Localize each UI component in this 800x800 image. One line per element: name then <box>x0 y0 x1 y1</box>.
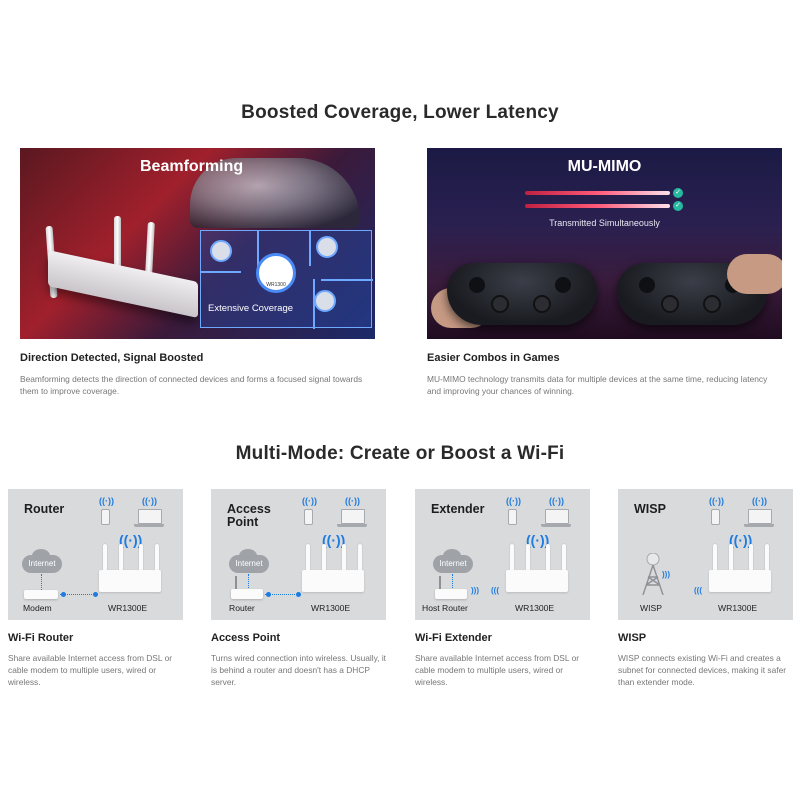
wifi-icon: ((·)) <box>322 532 346 548</box>
router-image <box>48 250 198 318</box>
banner-caption-coverage: Extensive Coverage <box>208 303 294 314</box>
router-icon <box>709 544 771 592</box>
mode-access-point: Access Point ((·)) ((·)) ((·)) Internet … <box>211 489 386 688</box>
wifi-icon: ((·)) <box>729 532 753 548</box>
router-icon <box>506 544 568 592</box>
source-label: Modem <box>23 603 52 613</box>
check-icon: ✓ <box>673 201 683 211</box>
wifi-icon: ((·)) <box>119 532 143 548</box>
hand-image <box>727 254 782 294</box>
modem-icon <box>24 590 58 599</box>
signal-bar <box>525 204 670 208</box>
router-icon <box>302 544 364 592</box>
feature-description: Beamforming detects the direction of con… <box>20 374 363 396</box>
laptop-icon <box>541 509 571 527</box>
monitor-icon <box>210 240 232 262</box>
mode-heading: WISP <box>618 632 647 644</box>
wifi-icon: ((·)) <box>709 496 724 506</box>
mode-router: Router ((·)) ((·)) ((·)) Internet Modem … <box>8 489 183 688</box>
cloud-icon: Internet <box>229 549 269 573</box>
wifi-icon: ))) <box>662 570 670 579</box>
laptop-icon <box>337 509 367 527</box>
device-label: WR1300E <box>311 603 351 613</box>
laptop-icon <box>744 509 774 527</box>
mode-description: Share available Internet access from DSL… <box>415 653 580 687</box>
laptop-icon <box>134 509 164 527</box>
wifi-icon: ((·)) <box>526 532 550 548</box>
wifi-icon: ((( <box>491 586 499 595</box>
feature-heading: Easier Combos in Games <box>427 352 560 364</box>
mode-panel: WISP ((·)) ((·)) ((·)) ))) ((( WISP WR13… <box>618 489 793 620</box>
tower-icon <box>638 552 668 596</box>
banner-title-beamforming: Beamforming <box>140 158 244 175</box>
mode-extender: Extender ((·)) ((·)) ((·)) Internet ))) … <box>415 489 590 688</box>
router-icon <box>99 544 161 592</box>
cloud-icon: Internet <box>22 549 62 573</box>
mode-heading: Wi-Fi Router <box>8 632 74 644</box>
car-image <box>190 158 360 228</box>
mode-heading: Access Point <box>211 632 281 644</box>
phone-icon <box>316 236 338 258</box>
feature-beamforming: Beamforming WR1300 Extensive Coverage Di… <box>20 148 375 397</box>
device-label: WR1300E <box>718 603 758 613</box>
mode-panel: Router ((·)) ((·)) ((·)) Internet Modem … <box>8 489 183 620</box>
panel-title: Access Point <box>227 502 271 529</box>
device-label: WR1300E <box>515 603 555 613</box>
mode-panel: Extender ((·)) ((·)) ((·)) Internet ))) … <box>415 489 590 620</box>
feature-description: MU-MIMO technology transmits data for mu… <box>427 374 768 396</box>
device-label: WR1300E <box>108 603 148 613</box>
panel-title: Extender <box>431 502 485 516</box>
source-label: Host Router <box>422 603 468 613</box>
panel-title: Router <box>24 502 65 516</box>
source-label: WISP <box>640 603 662 613</box>
wifi-icon: ((·)) <box>752 496 767 506</box>
section-title-coverage: Boosted Coverage, Lower Latency <box>241 102 559 123</box>
feature-heading: Direction Detected, Signal Boosted <box>20 352 204 364</box>
phone-icon <box>101 509 110 525</box>
antenna <box>114 216 121 288</box>
phone-icon <box>711 509 720 525</box>
mode-description: WISP connects existing Wi-Fi and creates… <box>618 653 787 687</box>
signal-bar <box>525 191 670 195</box>
wifi-icon: ((·)) <box>549 496 564 506</box>
phone-icon <box>508 509 517 525</box>
mode-wisp: WISP ((·)) ((·)) ((·)) ))) ((( WISP WR13… <box>618 489 793 688</box>
monitor-icon <box>314 290 336 312</box>
mode-panel: Access Point ((·)) ((·)) ((·)) Internet … <box>211 489 386 620</box>
check-icon: ✓ <box>673 188 683 198</box>
banner-caption-simultaneous: Transmitted Simultaneously <box>549 218 660 228</box>
phone-icon <box>304 509 313 525</box>
feature-mu-mimo: MU-MIMO ✓ ✓ Transmitted Simultaneously E… <box>427 148 782 397</box>
wifi-icon: ((·)) <box>345 496 360 506</box>
cloud-icon: Internet <box>433 549 473 573</box>
mode-heading: Wi-Fi Extender <box>415 632 492 644</box>
wifi-icon: ))) <box>471 586 479 595</box>
router-badge: WR1300 <box>256 253 296 293</box>
wifi-icon: ((( <box>694 586 702 595</box>
wifi-icon: ((·)) <box>99 496 114 506</box>
mode-description: Share available Internet access from DSL… <box>8 653 173 687</box>
banner-title-mu-mimo: MU-MIMO <box>567 158 642 175</box>
mode-description: Turns wired connection into wireless. Us… <box>211 653 387 687</box>
panel-title: WISP <box>634 502 666 516</box>
source-label: Router <box>229 603 255 613</box>
router-icon <box>231 576 263 599</box>
wifi-icon: ((·)) <box>142 496 157 506</box>
mu-mimo-banner: MU-MIMO ✓ ✓ Transmitted Simultaneously <box>427 148 782 339</box>
wifi-icon: ((·)) <box>506 496 521 506</box>
wifi-icon: ((·)) <box>302 496 317 506</box>
router-icon <box>435 576 467 599</box>
section-title-multimode: Multi-Mode: Create or Boost a Wi-Fi <box>235 443 565 464</box>
gamepad-image <box>447 263 597 325</box>
beamforming-banner: Beamforming WR1300 Extensive Coverage <box>20 148 375 339</box>
